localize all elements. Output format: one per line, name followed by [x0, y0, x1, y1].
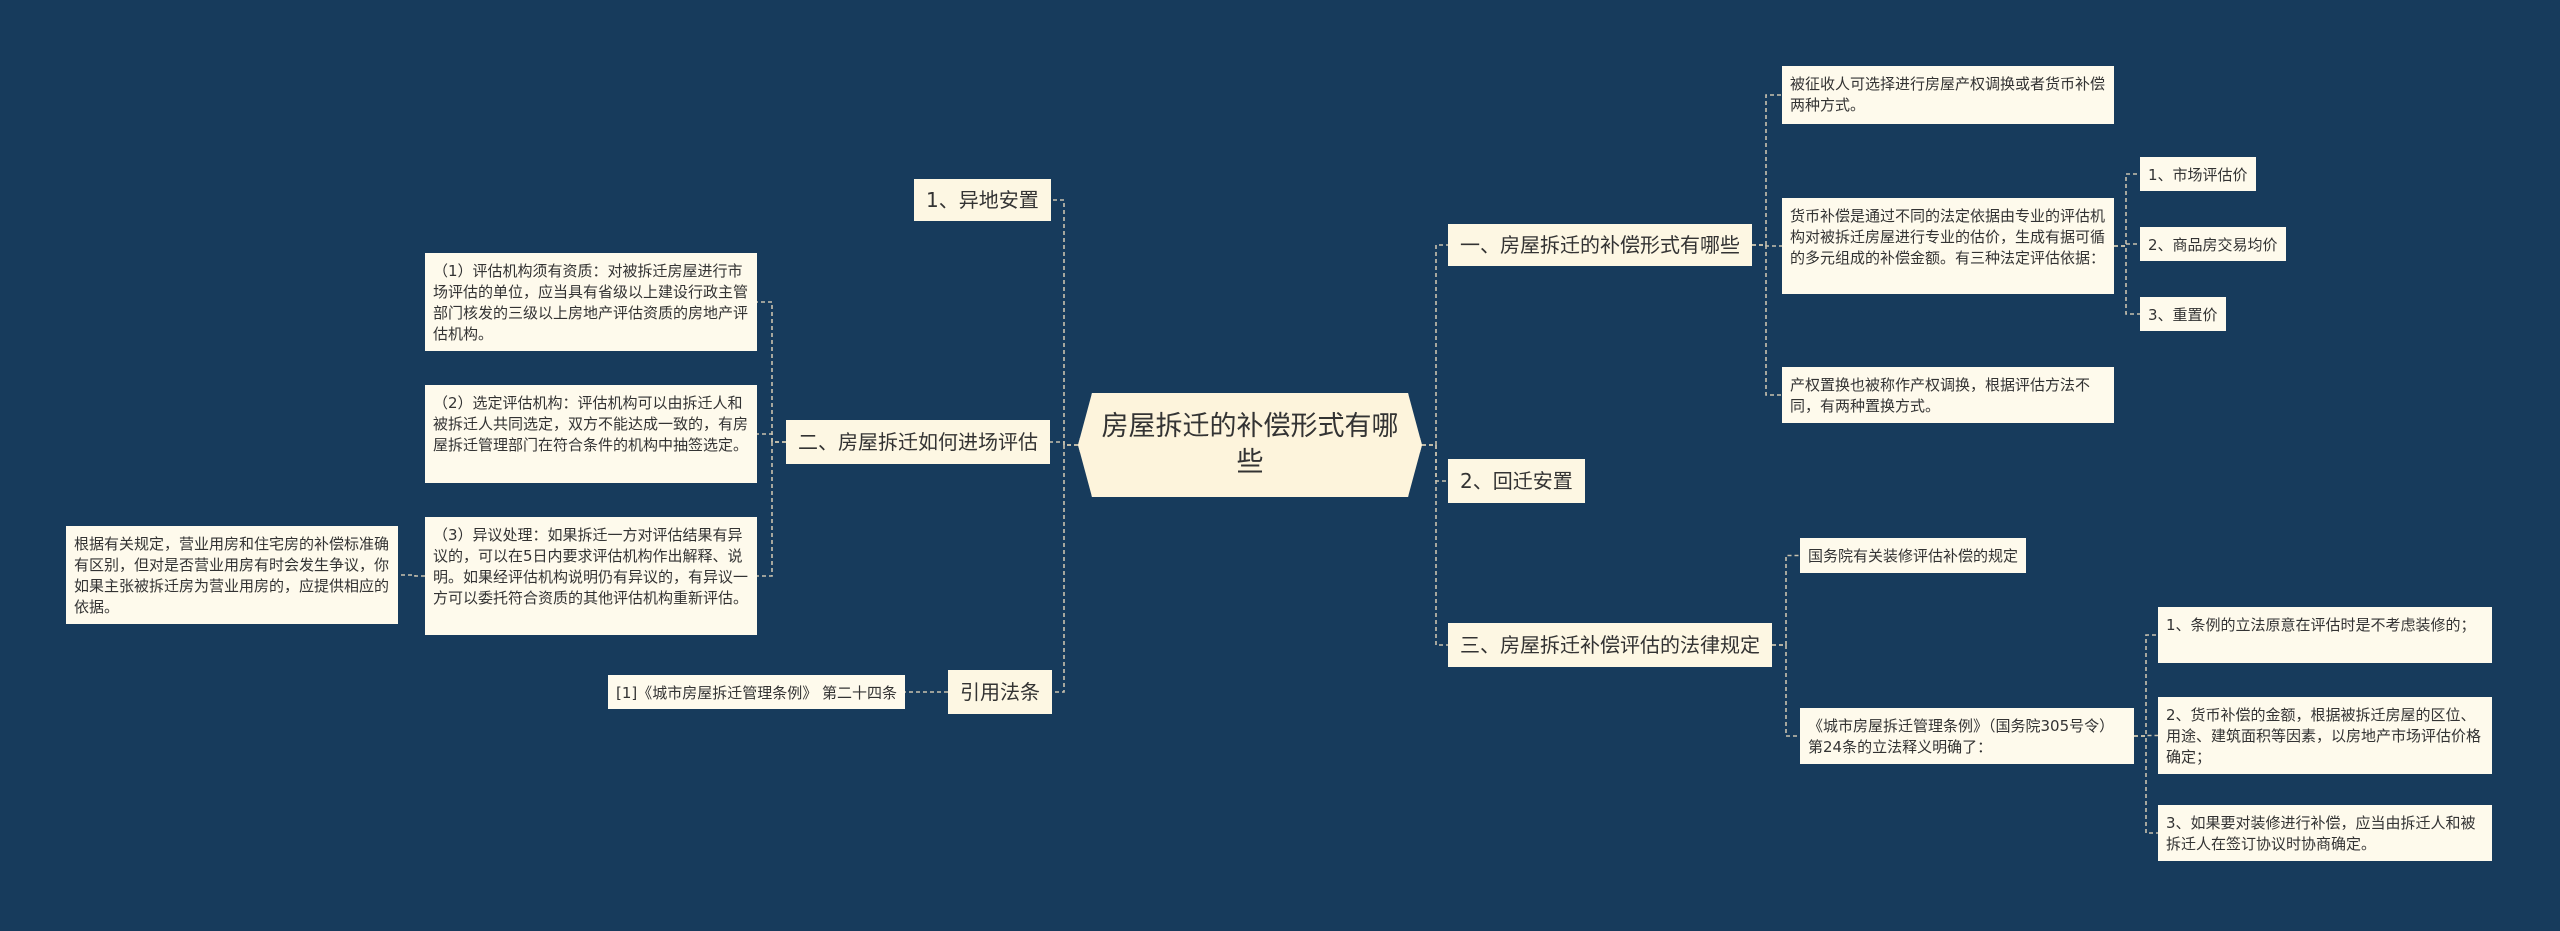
connector-branch-forms [1422, 244, 1448, 446]
branch-legal[interactable]: 三、房屋拆迁补偿评估的法律规定 [1448, 623, 1772, 667]
legal-item-state-council: 国务院有关装修评估补偿的规定 [1800, 538, 2027, 573]
branch-forms[interactable]: 一、房屋拆迁的补偿形式有哪些 [1448, 224, 1752, 266]
branch-relocation[interactable]: 1、异地安置 [914, 179, 1051, 221]
legal-point-amount: 2、货币补偿的金额，根据被拆迁房屋的区位、用途、建筑面积等因素，以房地产市场评估… [2158, 697, 2492, 774]
branch-assessment[interactable]: 二、房屋拆迁如何进场评估 [786, 420, 1050, 464]
connector-legal-point-negotiation [2134, 735, 2158, 834]
branch-return[interactable]: 2、回迁安置 [1448, 459, 1585, 503]
legal-point-negotiation: 3、如果要对装修进行补偿，应当由拆迁人和被拆迁人在签订协议时协商确定。 [2158, 805, 2492, 861]
assessment-item-selection: （2）选定评估机构：评估机构可以由拆迁人和被拆迁人共同选定，双方不能达成一致的，… [425, 385, 757, 483]
connector-assessment-item-qualification [757, 301, 786, 443]
connector-branch-citation [1052, 444, 1078, 693]
forms-item-choice: 被征收人可选择进行房屋产权调换或者货币补偿两种方式。 [1782, 66, 2114, 124]
connector-legal-point-decoration [2134, 634, 2158, 737]
connector-branch-assessment [1050, 441, 1078, 446]
connector-assessment-item-selection [757, 433, 786, 443]
connector-branch-relocation [1051, 199, 1078, 446]
connector-basis-housing-average [2114, 243, 2140, 247]
forms-item-monetary: 货币补偿是通过不同的法定依据由专业的评估机构对被拆迁房屋进行专业的估价，生成有据… [1782, 198, 2114, 294]
connector-forms-item-exchange [1752, 244, 1782, 396]
connector-branch-return [1422, 444, 1448, 482]
basis-market-price: 1、市场评估价 [2140, 157, 2256, 191]
connector-branch-legal [1422, 444, 1448, 646]
assessment-item-objection: （3）异议处理：如果拆迁一方对评估结果有异议的，可以在5日内要求评估机构作出解释… [425, 517, 757, 635]
connector-basis-market-price [2114, 173, 2140, 247]
connector-assessment-note [398, 574, 425, 577]
branch-citation[interactable]: 引用法条 [948, 670, 1052, 714]
citation-item: [1]《城市房屋拆迁管理条例》 第二十四条 [608, 675, 906, 709]
assessment-item-qualification: （1）评估机构须有资质：对被拆迁房屋进行市场评估的单位，应当具有省级以上建设行政… [425, 253, 757, 351]
root-node[interactable]: 房屋拆迁的补偿形式有哪些 [1078, 393, 1422, 497]
connector-forms-item-monetary [1752, 244, 1782, 247]
connector-legal-item-state-council [1772, 554, 1800, 646]
connector-forms-item-choice [1752, 94, 1782, 246]
legal-item-regulation: 《城市房屋拆迁管理条例》（国务院305号令）第24条的立法释义明确了： [1800, 708, 2134, 764]
basis-replacement-price: 3、重置价 [2140, 297, 2226, 331]
connector-assessment-item-objection [757, 441, 786, 577]
connector-basis-replacement-price [2114, 245, 2140, 315]
assessment-note: 根据有关规定，营业用房和住宅房的补偿标准确有区别，但对是否营业用房有时会发生争议… [66, 526, 398, 624]
legal-point-decoration: 1、条例的立法原意在评估时是不考虑装修的； [2158, 607, 2492, 663]
basis-housing-average: 2、商品房交易均价 [2140, 227, 2286, 261]
connector-legal-item-regulation [1772, 644, 1800, 737]
forms-item-exchange: 产权置换也被称作产权调换，根据评估方法不同，有两种置换方式。 [1782, 367, 2114, 423]
